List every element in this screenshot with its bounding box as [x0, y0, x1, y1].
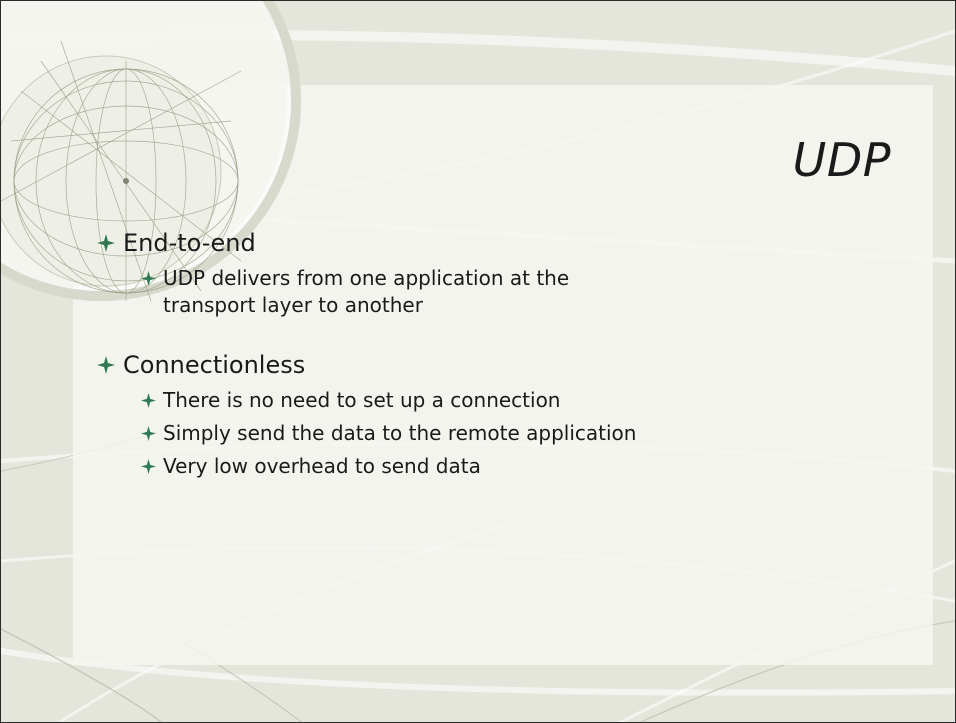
four-point-star-icon [141, 265, 163, 292]
sub-bullet-text: UDP delivers from one application at the… [163, 266, 570, 317]
sub-bullet-item: Very low overhead to send data [141, 453, 917, 480]
sub-bullet-item: Simply send the data to the remote appli… [141, 420, 917, 447]
four-point-star-icon [141, 420, 163, 447]
bullet-item: End-to-end [97, 227, 917, 259]
sub-bullet-text: Very low overhead to send data [163, 454, 481, 478]
bullet-group: Connectionless There is no need to set u… [97, 349, 917, 480]
four-point-star-icon [141, 387, 163, 414]
sub-bullet-text: There is no need to set up a connection [163, 388, 561, 412]
bullet-item: Connectionless [97, 349, 917, 381]
sub-bullet-text: Simply send the data to the remote appli… [163, 421, 637, 445]
four-point-star-icon [97, 227, 123, 259]
bullet-list: End-to-end UDP delivers from one applica… [97, 227, 917, 510]
four-point-star-icon [141, 453, 163, 480]
slide-title: UDP [792, 133, 891, 187]
bullet-text: Connectionless [123, 351, 306, 379]
bullet-text: End-to-end [123, 229, 256, 257]
sub-bullet-item: There is no need to set up a connection [141, 387, 917, 414]
four-point-star-icon [97, 349, 123, 381]
sub-bullet-item: UDP delivers from one application at the… [141, 265, 917, 319]
bullet-group: End-to-end UDP delivers from one applica… [97, 227, 917, 319]
globe-icon [1, 1, 301, 301]
